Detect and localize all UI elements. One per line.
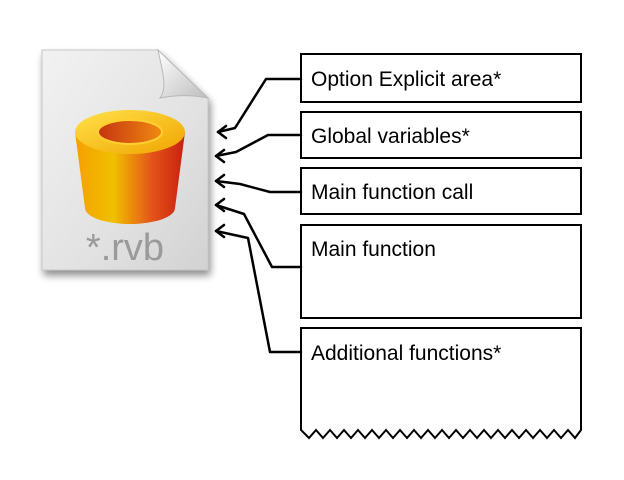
file-extension-label: *.rvb bbox=[86, 227, 164, 269]
section-box-option-explicit bbox=[300, 53, 582, 103]
arrow-option-explicit-head bbox=[216, 124, 228, 140]
arrow-main-function-call bbox=[214, 179, 303, 194]
arrow-option-explicit bbox=[216, 77, 303, 134]
arrow-main-function-head bbox=[214, 197, 226, 213]
section-label-additional-functions: Additional functions* bbox=[311, 342, 501, 365]
section-box-additional-functions bbox=[300, 327, 582, 440]
arrow-main-function bbox=[214, 203, 303, 269]
cylinder-icon bbox=[75, 110, 185, 224]
connector-arrows bbox=[214, 77, 303, 354]
arrow-main-function-call-head bbox=[214, 173, 226, 189]
section-box-main-function bbox=[300, 224, 582, 319]
section-label-global-variables: Global variables* bbox=[311, 125, 470, 148]
section-label-main-function-call: Main function call bbox=[311, 181, 473, 204]
arrow-global-variables-head bbox=[214, 148, 226, 164]
section-box-main-function-call bbox=[300, 167, 582, 215]
arrow-additional-functions bbox=[214, 229, 303, 354]
arrow-additional-functions-head bbox=[214, 223, 226, 239]
cylinder-side bbox=[75, 132, 185, 224]
cylinder-hole-rim bbox=[97, 119, 163, 145]
section-label-main-function: Main function bbox=[311, 238, 436, 261]
rhino-script-file-icon: *.rvb bbox=[41, 48, 210, 271]
cylinder-hole bbox=[98, 120, 162, 144]
section-boxes: Option Explicit area* Global variables* … bbox=[300, 53, 582, 440]
arrow-global-variables bbox=[214, 133, 303, 158]
section-label-option-explicit: Option Explicit area* bbox=[311, 68, 501, 91]
file-page-fold bbox=[157, 48, 210, 99]
